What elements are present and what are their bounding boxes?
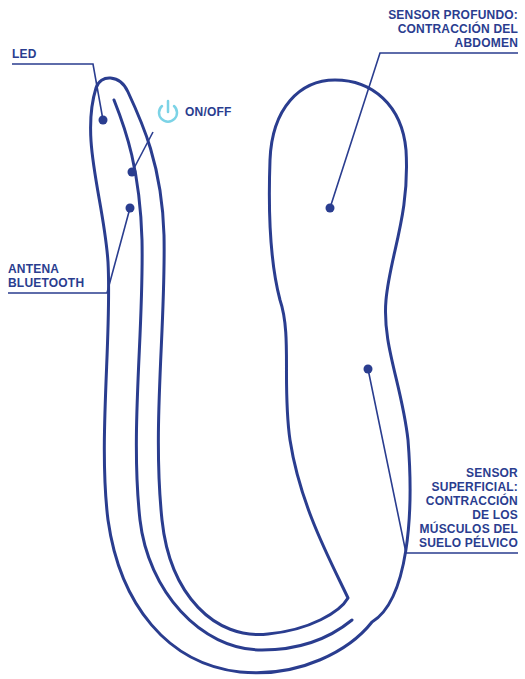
callout-dot [326,204,335,213]
part-label: LED [12,47,37,61]
callout-dot [128,168,137,177]
part-label: SENSOR PROFUNDO: CONTRACCIÓN DEL ABDOMEN [386,8,518,50]
leader-line [330,53,518,208]
leader-line [132,132,153,172]
leader-line [8,208,130,293]
power-icon [159,101,177,122]
leader-line [12,64,103,120]
part-label: ANTENA BLUETOOTH [8,262,100,290]
part-label: ON/OFF [185,105,232,119]
callout-dot [126,204,135,213]
callout-dot [364,365,373,374]
leader-line [368,369,518,553]
part-label: SENSOR SUPERFICIAL: CONTRACCIÓN DE LOS M… [410,466,518,550]
arm-inner-contour [114,100,352,650]
callout-dot [99,116,108,125]
device-outline [91,78,410,673]
